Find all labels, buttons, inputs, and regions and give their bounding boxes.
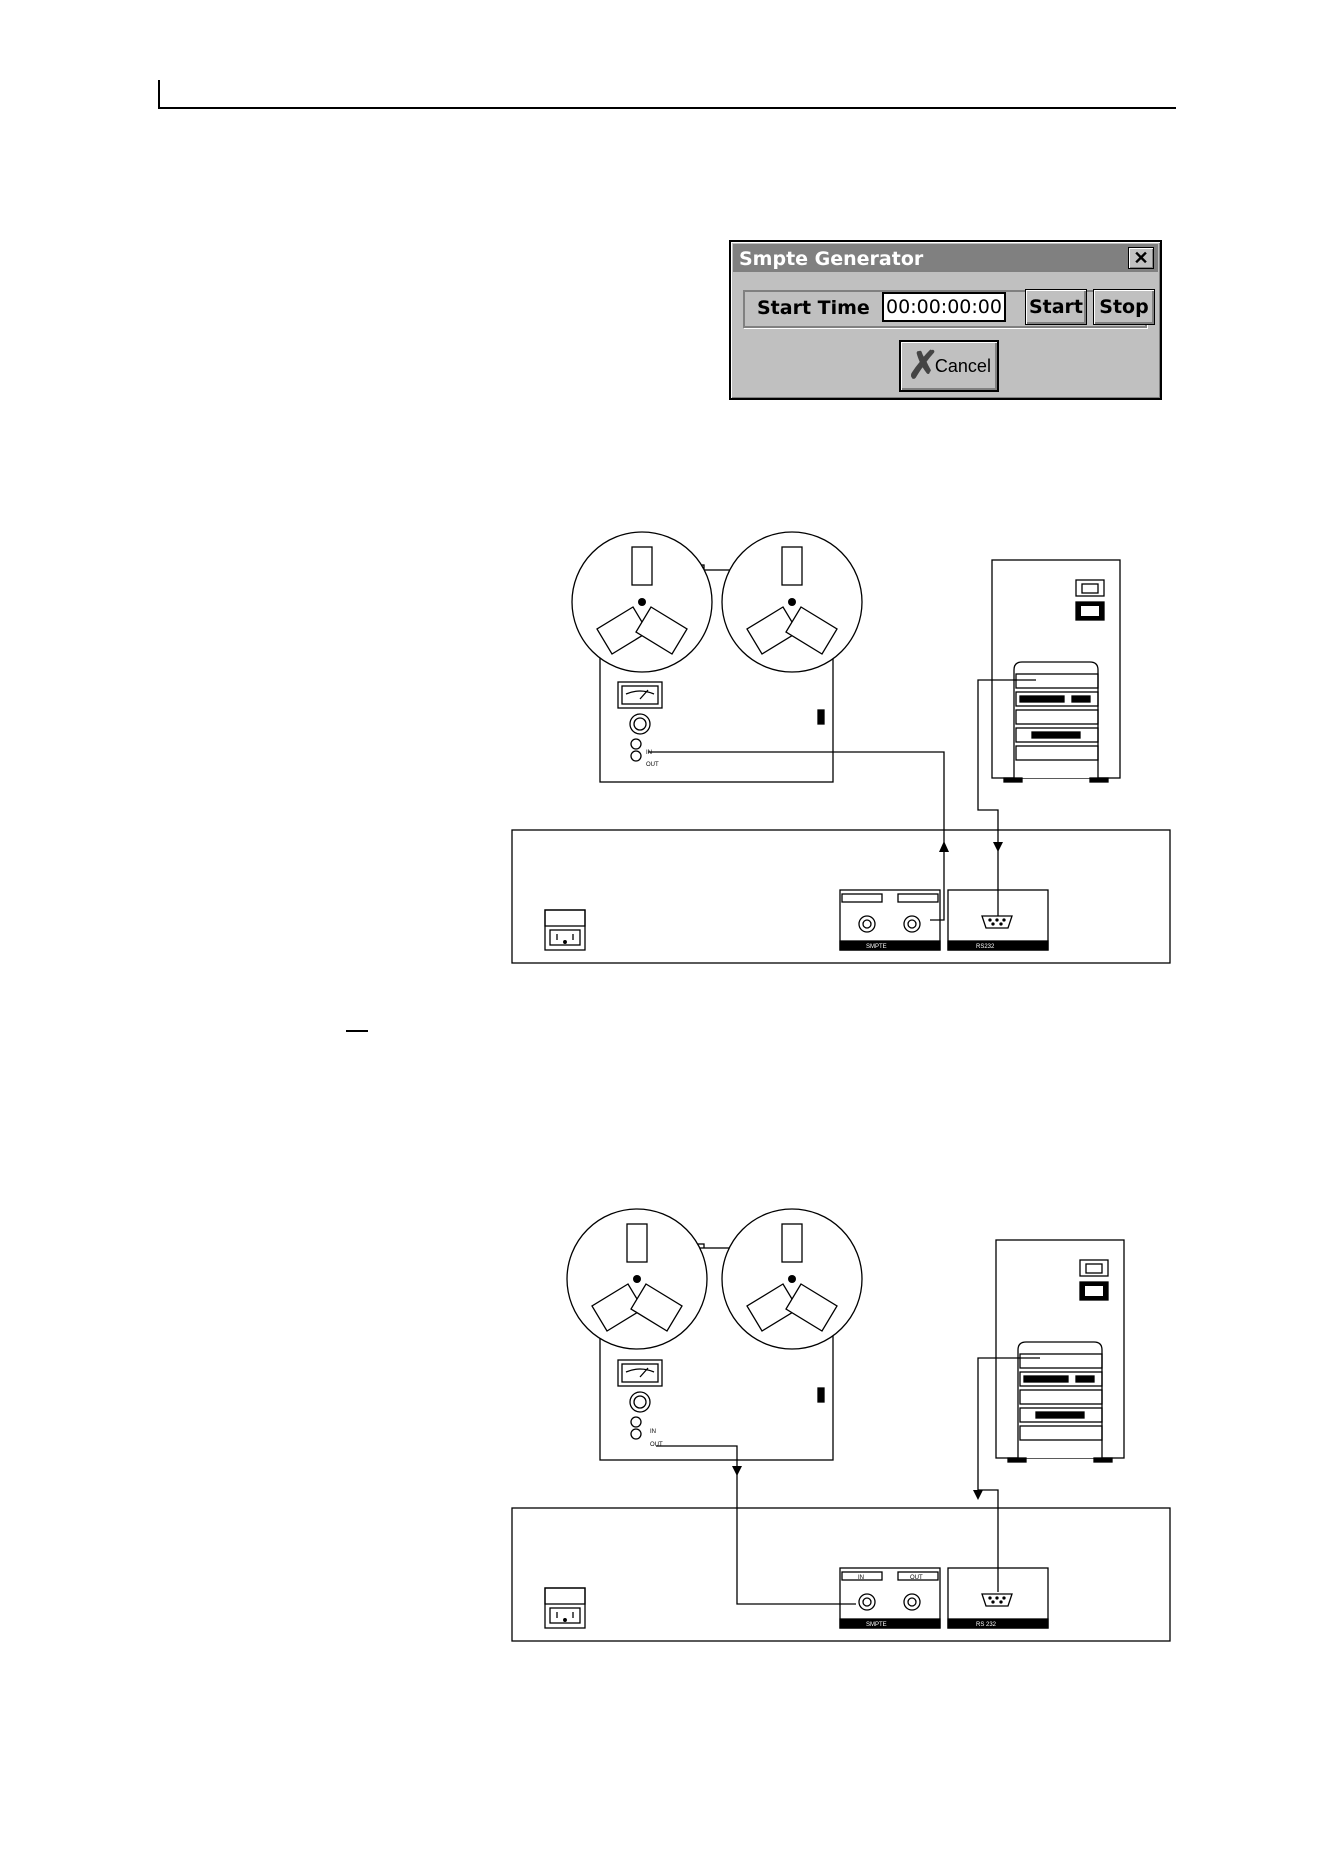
smpte-label-2: SMPTE [866, 1622, 887, 1628]
smpte-label-1: SMPTE [866, 944, 887, 950]
diagram-2: IN OUT IN OUT SMPTE RS 232 [512, 1209, 1170, 1641]
diagram-1: IN OUT SMPTE RS232 [512, 532, 1170, 963]
tape-out-label: OUT [646, 762, 659, 768]
tape-in-label-2: IN [650, 1429, 656, 1435]
smpte-in-label: IN [858, 1575, 864, 1581]
smpte-out-label: OUT [910, 1575, 923, 1581]
tape-in-label: IN [646, 750, 652, 756]
rs232-label-2: RS 232 [976, 1622, 997, 1628]
tape-out-label-2: OUT [650, 1442, 663, 1448]
rs232-label-1: RS232 [976, 944, 995, 950]
